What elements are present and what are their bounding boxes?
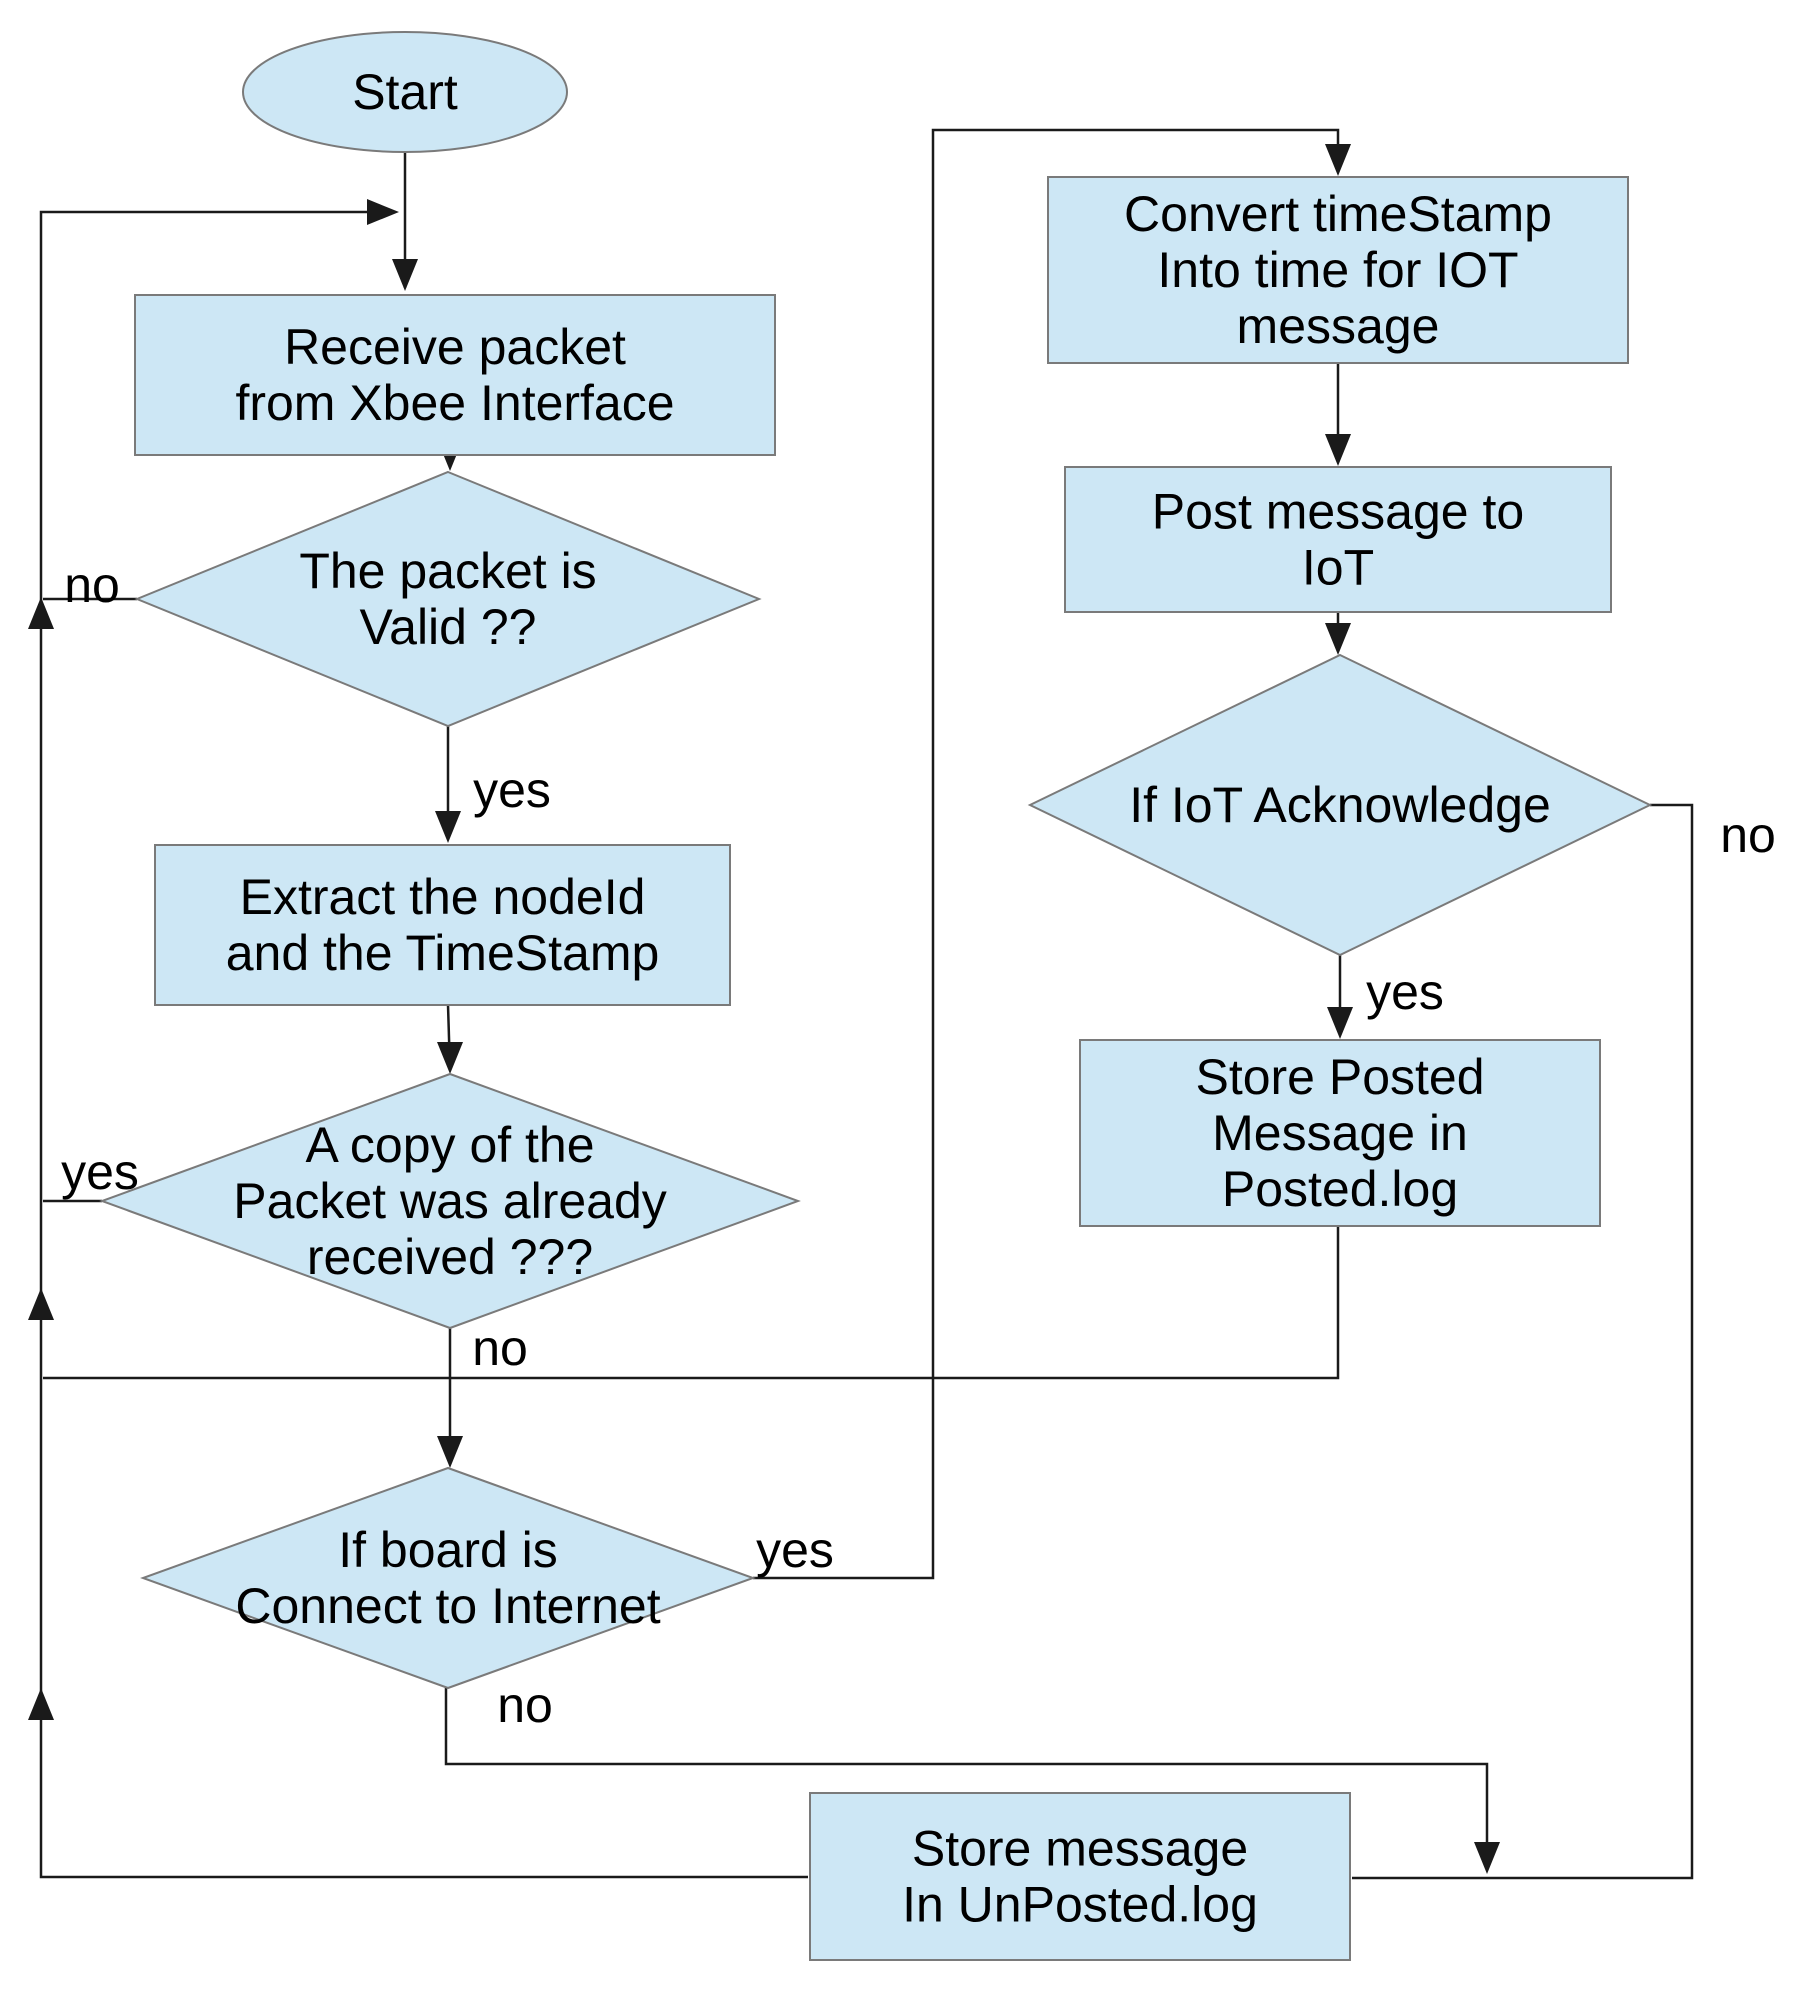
- packet-valid-label-line: The packet is: [299, 543, 596, 599]
- board-connected-label-line: Connect to Internet: [235, 1578, 660, 1634]
- copy-received-shape: [99, 1072, 801, 1330]
- node-iot-acknowledge: If IoT Acknowledge: [1027, 653, 1653, 957]
- convert-timestamp-label-line: Convert timeStamp: [1124, 186, 1552, 242]
- store-unposted-shape: [809, 1792, 1351, 1961]
- arrowhead-icon: [28, 1688, 54, 1720]
- receive-packet-label-line: Receive packet: [284, 319, 626, 375]
- board-connected-label-line: If board is: [338, 1522, 558, 1578]
- arrowhead-icon: [28, 597, 54, 629]
- store-posted-label-line: Store Posted: [1195, 1049, 1484, 1105]
- store-posted-label-line: Posted.log: [1222, 1161, 1458, 1217]
- store-unposted-label-line: Store message: [912, 1821, 1248, 1877]
- extract-nodeid-label-line: Extract the nodeId: [240, 869, 646, 925]
- arrowhead-icon: [435, 811, 461, 843]
- arrowhead-icon: [1325, 434, 1351, 466]
- packet-valid-shape: [134, 470, 762, 728]
- copy-received-label-line: received ???: [307, 1229, 593, 1285]
- board-connected-shape: [140, 1466, 756, 1690]
- copy-no-label: no: [472, 1320, 528, 1376]
- post-message-label-line: IoT: [1302, 540, 1374, 596]
- edge-loop-back-to-top: [39, 210, 808, 1879]
- receive-packet-label-line: from Xbee Interface: [235, 375, 674, 431]
- store-unposted-label-line: In UnPosted.log: [902, 1877, 1258, 1933]
- copy-received-label-line: A copy of the: [305, 1117, 594, 1173]
- copy-yes-label: yes: [61, 1144, 139, 1200]
- iot-no-label: no: [1720, 807, 1776, 863]
- arrowhead-icon: [1327, 1007, 1353, 1039]
- valid-yes-label: yes: [473, 762, 551, 818]
- convert-timestamp-label-line: Into time for IOT: [1157, 242, 1518, 298]
- iot-acknowledge-shape: [1027, 653, 1653, 957]
- store-posted-shape: [1079, 1039, 1601, 1227]
- arrowhead-icon: [1325, 623, 1351, 655]
- iot-yes-label: yes: [1366, 964, 1444, 1020]
- arrowhead-icon: [437, 1042, 463, 1074]
- start-shape: [242, 31, 568, 153]
- store-posted-label-line: Message in: [1212, 1105, 1468, 1161]
- packet-valid-label-line: Valid ??: [360, 599, 537, 655]
- arrowhead-icon: [28, 1288, 54, 1320]
- iot-acknowledge-label-line: If IoT Acknowledge: [1129, 777, 1551, 833]
- start-label-line: Start: [352, 64, 458, 120]
- arrowhead-icon: [392, 259, 418, 291]
- receive-packet-shape: [134, 294, 776, 456]
- start-label: Start: [352, 64, 458, 120]
- convert-timestamp-shape: [1047, 176, 1629, 364]
- edge-storeposted-crossline-to-rail: [43, 1226, 1340, 1380]
- edge-connect-no-path: [444, 1688, 1489, 1869]
- edge-iot-no-loop: [1352, 803, 1694, 1880]
- connect-no-label: no: [497, 1677, 553, 1733]
- valid-no-label: no: [64, 557, 120, 613]
- arrowhead-icon: [1474, 1842, 1500, 1874]
- arrowhead-icon: [1325, 144, 1351, 176]
- copy-received-label-line: Packet was already: [233, 1173, 667, 1229]
- arrowhead-icon: [367, 199, 399, 225]
- node-start: Start: [242, 31, 568, 153]
- connect-yes-label: yes: [756, 1522, 834, 1578]
- extract-nodeid-label-line: and the TimeStamp: [226, 925, 660, 981]
- arrowhead-icon: [437, 1436, 463, 1468]
- convert-timestamp-label-line: message: [1237, 298, 1440, 354]
- post-message-shape: [1064, 466, 1612, 613]
- iot-acknowledge-label: If IoT Acknowledge: [1129, 777, 1551, 833]
- post-message-label-line: Post message to: [1152, 484, 1524, 540]
- extract-nodeid-shape: [154, 844, 731, 1006]
